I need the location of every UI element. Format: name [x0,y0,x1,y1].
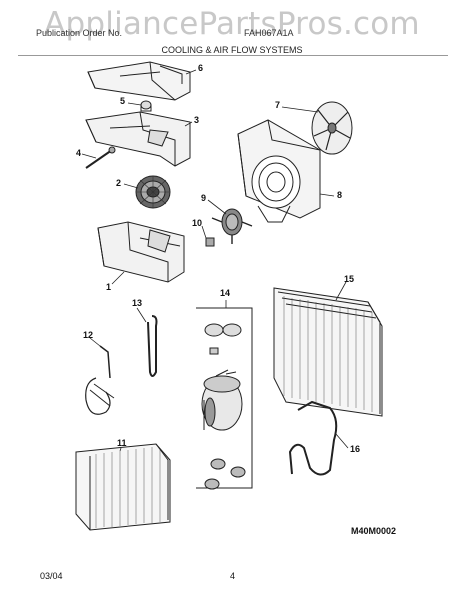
callout-14: 14 [220,288,230,298]
callout-1: 1 [106,282,111,292]
callout-2: 2 [116,178,121,188]
part-16-tubing[interactable] [288,400,338,476]
part-1-base-pan[interactable] [97,221,185,283]
part-2-blower-wheel[interactable] [135,175,171,209]
callout-4: 4 [76,148,81,158]
callout-15: 15 [344,274,354,284]
part-15-evaporator-coil[interactable] [273,287,383,417]
header-model-number: FAH067A1A [244,28,294,38]
part-10-nut[interactable] [205,237,215,247]
part-9-fan-motor[interactable] [211,208,253,244]
part-11-condenser-coil[interactable] [75,443,171,531]
callout-5: 5 [120,96,125,106]
callout-8: 8 [337,190,342,200]
part-7-fan-blade[interactable] [311,101,353,155]
page-title: COOLING & AIR FLOW SYSTEMS [161,45,303,55]
part-8-fan-shroud[interactable] [237,119,321,223]
callout-3: 3 [194,115,199,125]
footer-page-number: 4 [230,571,236,581]
footer-date: 03/04 [40,571,63,581]
callout-6: 6 [198,63,203,73]
callout-12: 12 [83,330,93,340]
callout-13: 13 [132,298,142,308]
part-12-capillary-tube-assembly[interactable] [85,345,115,415]
callout-11: 11 [117,438,127,448]
callout-10: 10 [192,218,202,228]
header-left-text: Publication Order No. [36,28,123,38]
part-6-air-deflector-cover[interactable] [87,61,191,101]
part-4-shaft-rod[interactable] [85,146,116,169]
part-3-scroll-housing[interactable] [85,111,191,167]
diagram-code: M40M0002 [351,526,397,536]
part-5-clip[interactable] [140,100,152,112]
callout-7: 7 [275,100,280,110]
part-13-tube[interactable] [147,315,158,377]
watermark: AppliancePartsPros.com [44,6,420,42]
header-divider [18,55,448,56]
callout-9: 9 [201,193,206,203]
part-14-compressor-assembly[interactable] [196,307,253,490]
callout-16: 16 [350,444,360,454]
